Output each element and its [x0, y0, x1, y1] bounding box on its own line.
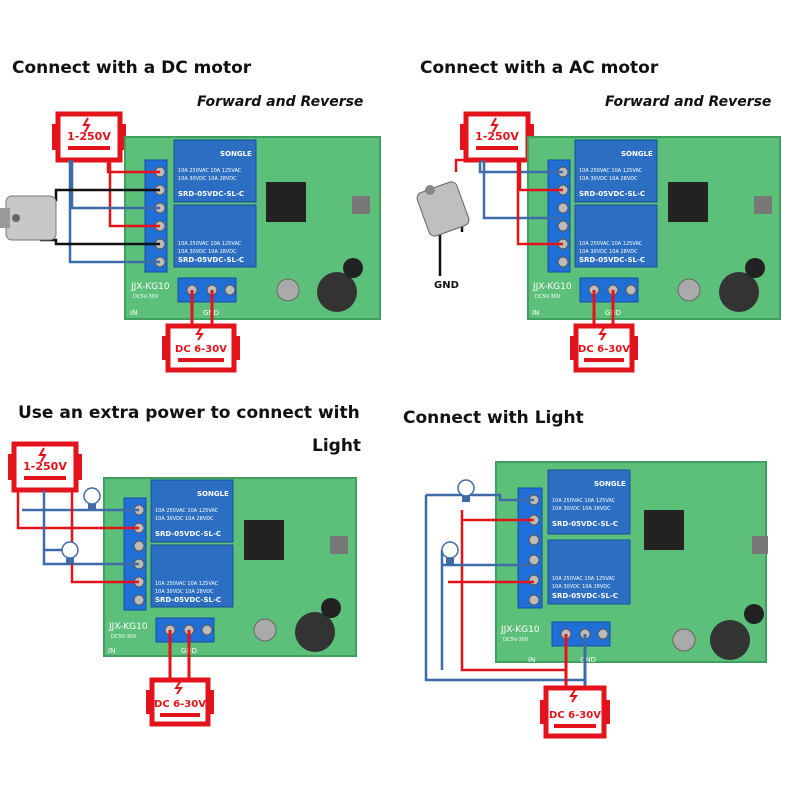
relay-rating-2: 10A 30VDC 10A 28VDC	[552, 506, 611, 512]
relay-board: SONGLE 10A 250VAC 10A 125VAC 10A 30VDC 1…	[124, 136, 381, 320]
panel-dc-motor: Connect with a DC motor Forward and Reve…	[0, 0, 400, 400]
board-model: JJX-KG10	[108, 622, 148, 632]
relay-rating-1: 10A 250VAC 10A 125VAC	[552, 498, 616, 504]
relay-brand: SONGLE	[594, 480, 626, 488]
panel-extra-power-light: Use an extra power to connect with Light…	[0, 400, 400, 800]
relay-rating-1: 10A 250VAC 10A 125VAC	[178, 241, 242, 247]
panel-ac-motor: Connect with a AC motor Forward and Reve…	[400, 0, 800, 400]
wires	[424, 493, 587, 688]
load-power-label: 1-250V	[67, 130, 111, 143]
board-in-label: IN	[532, 309, 539, 317]
board-model: JJX-KG10	[532, 282, 572, 292]
wires	[438, 158, 615, 326]
relay-rating-2: 10A 30VDC 10A 28VDC	[579, 249, 638, 255]
relay-part: SRD-05VDC-SL-C	[155, 596, 221, 604]
board-in-label: IN	[528, 656, 535, 664]
relay-board: SONGLE 10A 250VAC 10A 125VAC 10A 30VDC 1…	[103, 477, 357, 657]
relay-rating-2: 10A 30VDC 10A 28VDC	[552, 584, 611, 590]
relay-part: SRD-05VDC-SL-C	[579, 256, 645, 264]
relay-part: SRD-05VDC-SL-C	[552, 520, 618, 528]
panel-title-line2: Light	[312, 436, 362, 456]
supply-label: DC 6-30V	[549, 710, 601, 721]
board-gnd-label: GND	[580, 656, 596, 664]
relay-rating-2: 10A 30VDC 10A 28VDC	[178, 249, 237, 255]
relay-board: SONGLE 10A 250VAC 10A 125VAC 10A 30VDC 1…	[495, 461, 768, 664]
supply-label: DC 6-30V	[578, 344, 630, 355]
relay-rating-2: 10A 30VDC 10A 28VDC	[155, 516, 214, 522]
relay-rating-1: 10A 250VAC 10A 125VAC	[579, 168, 643, 174]
supply-source: DC 6-30V	[540, 685, 610, 739]
supply-label: DC 6-30V	[154, 699, 206, 710]
relay-brand: SONGLE	[197, 490, 229, 498]
relay-rating-2: 10A 30VDC 10A 28VDC	[155, 589, 214, 595]
relay-rating-1: 10A 250VAC 10A 125VAC	[579, 241, 643, 247]
relay-part: SRD-05VDC-SL-C	[552, 592, 618, 600]
bulb-icon	[61, 541, 79, 564]
relay-rating-1: 10A 250VAC 10A 125VAC	[155, 581, 219, 587]
board-spec: DC5V-30V	[503, 637, 529, 643]
relay-board: SONGLE 10A 250VAC 10A 125VAC 10A 30VDC 1…	[527, 136, 781, 320]
bulb-icon	[441, 541, 459, 564]
relay-rating-1: 10A 250VAC 10A 125VAC	[178, 168, 242, 174]
panel-title: Connect with Light	[403, 408, 584, 428]
board-in-label: IN	[130, 309, 137, 317]
supply-label: DC 6-30V	[175, 344, 227, 355]
relay-rating-1: 10A 250VAC 10A 125VAC	[552, 576, 616, 582]
supply-source: DC 6-30V	[146, 677, 214, 727]
board-spec: DC5V-30V	[535, 294, 561, 300]
load-power-source: 1-250V	[8, 441, 82, 493]
board-spec: DC5V-30V	[111, 634, 137, 640]
bulb-icon	[83, 487, 101, 510]
wiring-diagram: SONGLE 10A 250VAC 10A 125VAC 10A 30VDC 1…	[424, 461, 768, 739]
panel-light: Connect with Light SONGLE 10A 250VAC 10A…	[400, 400, 800, 800]
board-spec: DC5V-30V	[133, 294, 159, 300]
relay-part: SRD-05VDC-SL-C	[178, 256, 244, 264]
wiring-diagram: 1-250V SONGLE 10A 250VAC 10A 125VAC 10A …	[8, 441, 357, 727]
load-power-label: 1-250V	[23, 460, 67, 473]
wiring-diagram: 1-250V SONGLE 10A 250VAC 10A 125VAC 10A …	[416, 111, 781, 373]
dc-motor-icon	[0, 195, 57, 241]
relay-rating-2: 10A 30VDC 10A 28VDC	[579, 176, 638, 182]
relay-brand: SONGLE	[220, 150, 252, 158]
load-power-label: 1-250V	[475, 130, 519, 143]
board-in-label: IN	[108, 647, 115, 655]
panel-title: Connect with a AC motor	[420, 58, 659, 78]
relay-part: SRD-05VDC-SL-C	[178, 190, 244, 198]
panel-title: Use an extra power to connect with	[18, 403, 360, 423]
relay-brand: SONGLE	[621, 150, 653, 158]
panel-subtitle: Forward and Reverse	[197, 94, 364, 110]
load-power-source: 1-250V	[52, 111, 126, 163]
supply-source: DC 6-30V	[162, 323, 240, 373]
relay-part: SRD-05VDC-SL-C	[579, 190, 645, 198]
relay-rating-2: 10A 30VDC 10A 28VDC	[178, 176, 237, 182]
supply-source: DC 6-30V	[570, 323, 638, 373]
relay-rating-1: 10A 250VAC 10A 125VAC	[155, 508, 219, 514]
load-power-source: 1-250V	[460, 111, 534, 163]
ac-motor-icon	[416, 181, 470, 237]
board-model: JJX-KG10	[130, 282, 170, 292]
panel-title: Connect with a DC motor	[12, 58, 252, 78]
relay-part: SRD-05VDC-SL-C	[155, 530, 221, 538]
wiring-diagram: 1-250V SONGLE 10A 250VAC 10A 125VAC 10A …	[0, 111, 381, 373]
board-model: JJX-KG10	[500, 625, 540, 635]
gnd-label: GND	[434, 280, 459, 291]
panel-subtitle: Forward and Reverse	[605, 94, 772, 110]
bulb-icon	[457, 479, 475, 502]
